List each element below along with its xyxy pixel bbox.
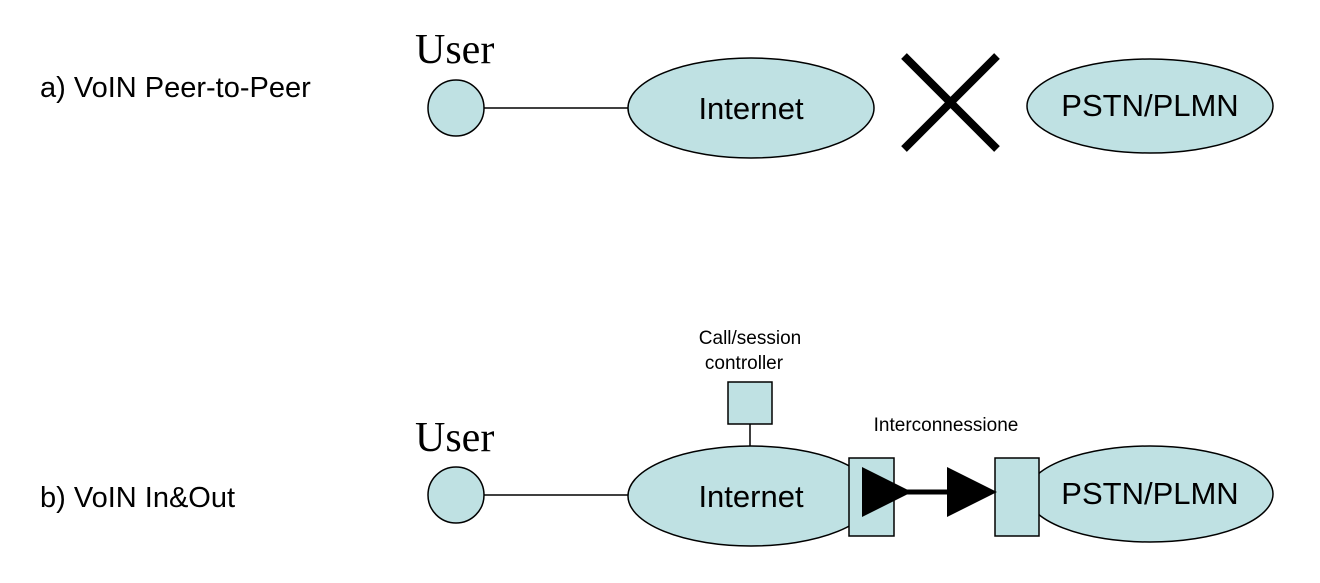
diagram-b-user-node <box>427 466 485 524</box>
diagram-a-internet-label: Internet <box>698 91 804 126</box>
call-session-controller-box <box>727 381 773 425</box>
diagram-a: a) VoIN Peer-to-Peer User Internet PSTN/… <box>40 27 1274 159</box>
diagram-a-user-label: User <box>415 27 494 73</box>
x-cross-icon <box>901 53 1000 152</box>
diagram-b-pstn-label: PSTN/PLMN <box>1061 476 1238 511</box>
controller-label-line2: controller <box>705 353 784 374</box>
diagram-b-internet-label: Internet <box>698 479 804 514</box>
diagram-a-user-node <box>427 79 485 137</box>
diagram-a-label: a) VoIN Peer-to-Peer <box>40 72 311 104</box>
interconnection-label: Interconnessione <box>874 415 1019 436</box>
diagram-b-label: b) VoIN In&Out <box>40 482 235 514</box>
diagram-b-user-label: User <box>415 415 494 461</box>
diagram-a-internet-cloud <box>627 57 875 159</box>
diagram-b: b) VoIN In&Out User Call/session control… <box>40 328 1274 547</box>
diagram-a-pstn-cloud <box>1026 58 1274 154</box>
controller-label-line1: Call/session <box>699 328 801 349</box>
diagram-a-pstn-label: PSTN/PLMN <box>1061 88 1238 123</box>
pstn-gateway-box <box>994 457 1040 537</box>
internet-gateway-box <box>848 457 895 537</box>
